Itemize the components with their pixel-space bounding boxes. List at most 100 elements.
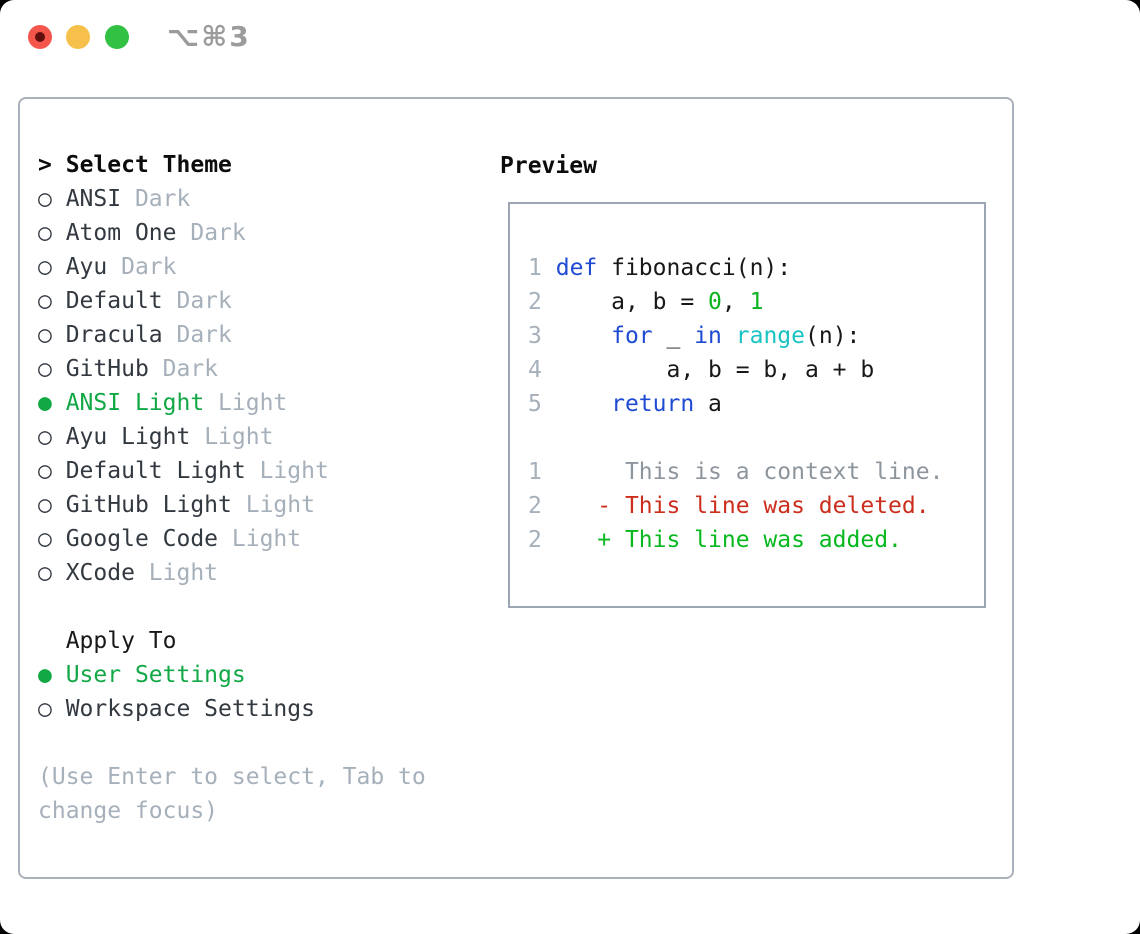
window-title: ⌥⌘3 (167, 20, 251, 53)
line-number: 2 (528, 289, 542, 315)
theme-name: Default (51, 288, 177, 314)
theme-option[interactable]: ○ Dracula Dark (38, 318, 426, 352)
line-number: 5 (528, 391, 542, 417)
apply-option-label: Workspace Settings (51, 696, 315, 722)
theme-variant: Dark (176, 288, 232, 314)
radio-icon: ○ (38, 458, 52, 484)
code-segment: for (611, 323, 653, 349)
radio-icon: ○ (38, 492, 52, 518)
theme-name: Atom One (51, 220, 191, 246)
theme-name: XCode (51, 560, 149, 586)
code-segment: 1 (749, 289, 764, 315)
code-segment: def (555, 255, 598, 281)
close-button[interactable] (28, 25, 52, 49)
code-segment: a, b = (611, 289, 709, 315)
theme-option[interactable]: ○ Ayu Light Light (38, 420, 426, 454)
radio-selected-icon: ● (38, 662, 52, 688)
theme-option[interactable]: ○ Google Code Light (38, 522, 426, 556)
code-segment: range (735, 323, 806, 349)
apply-to-header-label: Apply To (65, 628, 177, 654)
radio-selected-icon: ● (38, 390, 52, 416)
theme-option[interactable]: ○ ANSI Dark (38, 182, 426, 216)
theme-name: ANSI (51, 186, 135, 212)
code-segment (542, 527, 597, 553)
theme-option[interactable]: ○ Atom One Dark (38, 216, 426, 250)
radio-icon: ○ (38, 254, 52, 280)
theme-name: Ayu (51, 254, 122, 280)
line-number: 3 (528, 323, 542, 349)
preview-header: Preview (500, 153, 597, 179)
apply-option[interactable]: ○ Workspace Settings (38, 692, 426, 726)
radio-icon: ○ (38, 322, 52, 348)
help-line: change focus) (38, 798, 219, 824)
code-segment (542, 493, 597, 519)
theme-variant: Light (259, 458, 329, 484)
line-number: 1 (528, 459, 542, 485)
theme-name: Ayu Light (51, 424, 205, 450)
spacer (38, 726, 426, 760)
theme-option[interactable]: ○ Default Dark (38, 284, 426, 318)
spacer (38, 590, 426, 624)
code-segment: , (721, 289, 750, 315)
code-segment (542, 255, 556, 281)
theme-option[interactable]: ○ GitHub Light Light (38, 488, 426, 522)
apply-option[interactable]: ● User Settings (38, 658, 426, 692)
code-segment (722, 323, 736, 349)
select-theme-header-label: Select Theme (65, 152, 232, 178)
theme-variant: Light (148, 560, 219, 586)
apply-list: ● User Settings○ Workspace Settings (38, 658, 426, 726)
theme-selector: > Select Theme ○ ANSI Dark○ Atom One Dar… (38, 148, 426, 828)
line-number: 4 (528, 357, 542, 383)
line-number: 2 (528, 527, 542, 553)
code-segment: _ (652, 323, 695, 349)
radio-icon: ○ (38, 424, 52, 450)
theme-variant: Dark (134, 186, 191, 212)
code-segment (542, 459, 625, 485)
theme-name: GitHub Light (51, 492, 246, 518)
theme-variant: Light (231, 526, 302, 552)
code-segment: fibonacci(n): (597, 255, 792, 281)
focus-caret-icon: > (38, 152, 52, 178)
code-segment: (n): (805, 323, 861, 349)
theme-name: Dracula (51, 322, 177, 348)
code-segment: This is a context line. (624, 459, 944, 485)
theme-list: ○ ANSI Dark○ Atom One Dark○ Ayu Dark○ De… (38, 182, 426, 590)
theme-name: GitHub (51, 356, 163, 382)
preview-code: 1 def fibonacci(n): 2 a, b = 0, 1 3 for … (510, 204, 984, 557)
theme-option[interactable]: ○ GitHub Dark (38, 352, 426, 386)
code-segment: + This line was added. (597, 527, 902, 553)
code-segment: in (694, 323, 722, 349)
theme-variant: Light (204, 424, 274, 450)
zoom-button[interactable] (105, 25, 129, 49)
code-segment (542, 289, 611, 315)
theme-name: ANSI Light (51, 390, 219, 416)
radio-icon: ○ (38, 288, 52, 314)
theme-variant: Light (218, 390, 288, 416)
theme-variant: Dark (162, 356, 219, 382)
code-segment (542, 391, 611, 417)
theme-option[interactable]: ○ XCode Light (38, 556, 426, 590)
code-segment: a, b = b, a + b (666, 357, 875, 383)
theme-variant: Light (245, 492, 315, 518)
close-button-dot-icon (35, 32, 45, 42)
code-segment (542, 357, 667, 383)
line-number: 1 (528, 255, 542, 281)
theme-name: Default Light (51, 458, 260, 484)
theme-option[interactable]: ○ Ayu Dark (38, 250, 426, 284)
select-theme-header: > Select Theme (38, 148, 426, 182)
code-segment: 0 (708, 289, 722, 315)
radio-icon: ○ (38, 696, 52, 722)
theme-variant: Dark (190, 220, 246, 246)
apply-option-label: User Settings (51, 662, 246, 688)
theme-option[interactable]: ○ Default Light Light (38, 454, 426, 488)
theme-option[interactable]: ● ANSI Light Light (38, 386, 426, 420)
code-segment: - This line was deleted. (597, 493, 930, 519)
theme-variant: Dark (176, 322, 232, 348)
radio-icon: ○ (38, 356, 52, 382)
theme-variant: Dark (121, 254, 177, 280)
minimize-button[interactable] (66, 25, 90, 49)
code-segment (542, 323, 611, 349)
radio-icon: ○ (38, 220, 52, 246)
line-number: 2 (528, 493, 542, 519)
